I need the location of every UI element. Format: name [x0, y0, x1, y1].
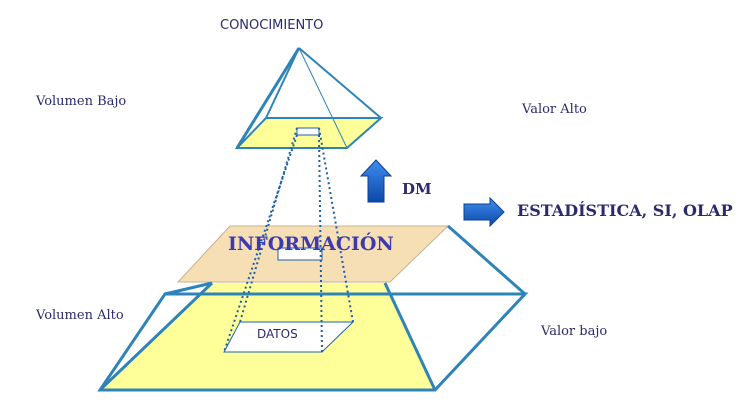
volumen-alto-label: Volumen Alto — [36, 308, 124, 323]
valor-bajo-label: Valor bajo — [541, 324, 608, 339]
estadistica-label: ESTADÍSTICA, SI, OLAP — [517, 201, 733, 220]
top-window — [296, 127, 320, 136]
top-pyramid-edge-right — [298, 47, 382, 119]
information-layer-left-frame — [164, 281, 213, 296]
bottom-inner-left-edge — [98, 281, 214, 392]
projection-dotted-lines — [223, 127, 354, 353]
informacion-label: INFORMACIÓN — [228, 233, 394, 255]
information-window — [277, 247, 323, 261]
top-pyramid-edge-front — [298, 47, 348, 149]
datos-label: DATOS — [257, 327, 298, 341]
dm-label: DM — [402, 180, 432, 198]
top-pyramid-edge-back-left — [265, 47, 300, 119]
datos-box — [223, 321, 355, 353]
information-layer-right-frame — [447, 224, 526, 296]
dm-up-arrow — [359, 159, 393, 203]
volumen-bajo-label: Volumen Bajo — [36, 94, 127, 109]
top-pyramid-edge-left — [235, 47, 301, 149]
bottom-inner-right-edge — [383, 282, 437, 391]
valor-alto-label: Valor Alto — [522, 102, 587, 117]
conocimiento-label: CONOCIMIENTO — [220, 18, 324, 33]
estadistica-right-arrow — [463, 196, 505, 228]
